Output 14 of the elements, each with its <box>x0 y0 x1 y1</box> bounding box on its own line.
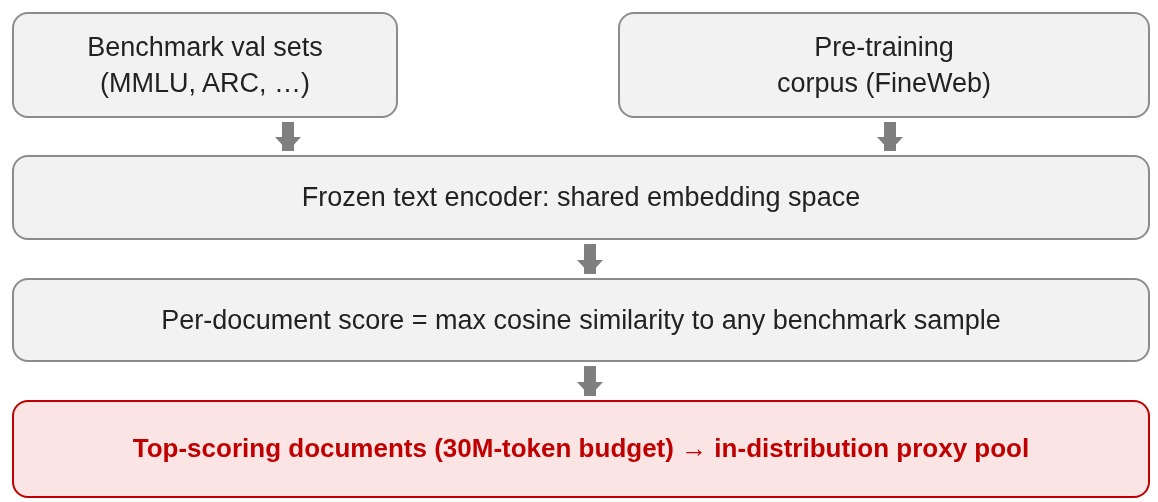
arrow <box>577 244 603 274</box>
process-box <box>618 12 1150 118</box>
process-box <box>12 12 398 118</box>
node-text: Pre-training corpus (FineWeb) <box>775 30 993 100</box>
node-text: Top-scoring documents (30M-token budget) → in-distribution proxy pool <box>132 432 1030 466</box>
node-text: Per-document score = max cosine similarity to any benchmark sample <box>161 303 1001 337</box>
node-text: Frozen text encoder: shared embedding space <box>301 181 861 215</box>
result-box <box>12 400 1150 498</box>
arrow <box>275 122 301 151</box>
arrow <box>877 122 903 151</box>
process-box <box>12 278 1150 362</box>
arrow <box>577 366 603 396</box>
process-box <box>12 155 1150 240</box>
node-text: Benchmark val sets (MMLU, ARC, …) <box>86 30 324 100</box>
